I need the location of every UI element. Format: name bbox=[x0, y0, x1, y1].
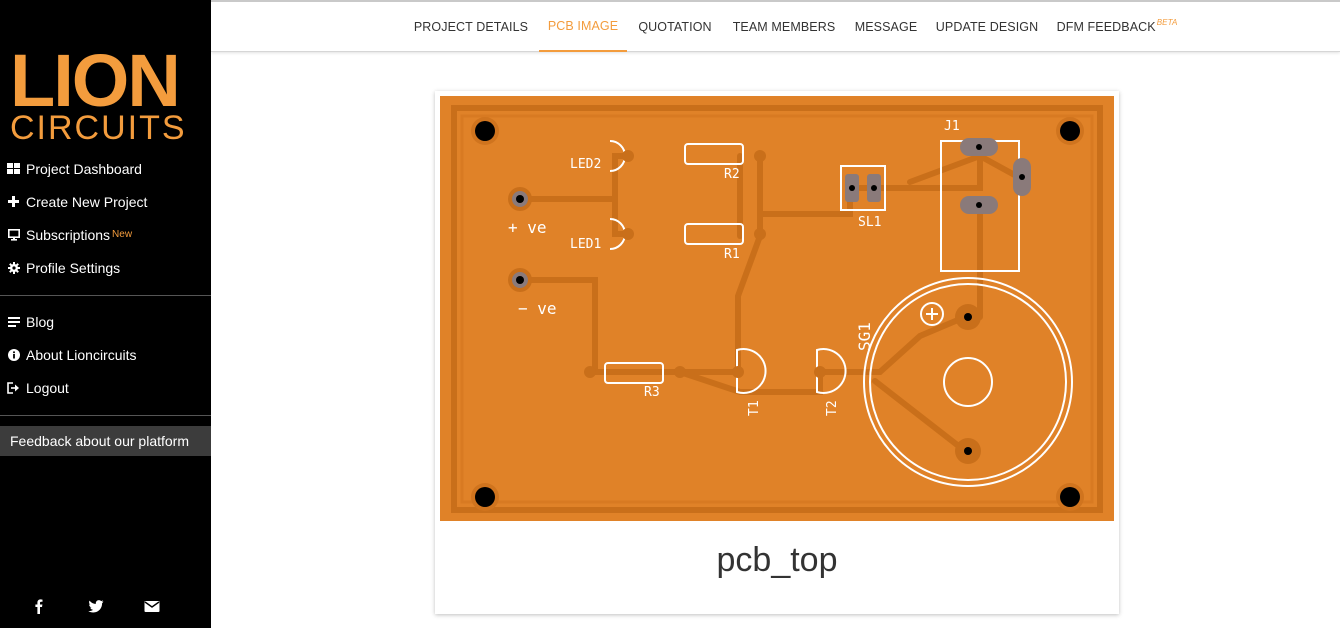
social-links bbox=[0, 598, 211, 618]
sidebar-item-about[interactable]: About Lioncircuits bbox=[0, 338, 211, 371]
info-icon bbox=[7, 348, 20, 361]
plus-icon bbox=[7, 195, 20, 208]
pcb-labels: LED2 LED1 R2 R1 R3 + ve − ve SL1 J1 T1 T… bbox=[508, 119, 960, 416]
sidebar: LION CIRCUITS Project Dashboard Create N… bbox=[0, 0, 211, 628]
tab-project-details[interactable]: PROJECT DETAILS bbox=[409, 2, 533, 52]
label-led1: LED1 bbox=[570, 237, 601, 252]
sidebar-item-label: Logout bbox=[26, 379, 69, 396]
dashboard-icon bbox=[7, 162, 20, 175]
svg-text:CIRCUITS: CIRCUITS bbox=[10, 109, 187, 144]
tab-message[interactable]: MESSAGE bbox=[851, 2, 921, 52]
sidebar-item-label: Profile Settings bbox=[26, 259, 121, 276]
logout-icon bbox=[7, 381, 20, 394]
sidebar-item-subscriptions[interactable]: Subscriptions New bbox=[0, 218, 211, 251]
sidebar-item-profile-settings[interactable]: Profile Settings bbox=[0, 251, 211, 284]
tab-label: UPDATE DESIGN bbox=[935, 20, 1039, 34]
feedback-button[interactable]: Feedback about our platform bbox=[0, 426, 211, 456]
label-plus-ve: + ve bbox=[508, 218, 547, 237]
pcb-image-caption: pcb_top bbox=[716, 541, 838, 579]
sidebar-item-label: Blog bbox=[26, 313, 55, 330]
mounting-holes bbox=[471, 117, 1084, 511]
sidebar-item-logout[interactable]: Logout bbox=[0, 371, 211, 404]
sidebar-secondary-nav: Blog About Lioncircuits Logout bbox=[0, 305, 211, 404]
tab-label: DFM FEEDBACK bbox=[1056, 20, 1156, 34]
facebook-icon[interactable] bbox=[31, 598, 47, 614]
sidebar-item-project-dashboard[interactable]: Project Dashboard bbox=[0, 152, 211, 185]
tab-label: QUOTATION bbox=[638, 20, 712, 34]
label-sg1: SG1 bbox=[855, 322, 874, 351]
pcb-image-card: LED2 LED1 R2 R1 R3 + ve − ve SL1 J1 T1 T… bbox=[435, 91, 1119, 614]
tab-quotation[interactable]: QUOTATION bbox=[633, 2, 717, 52]
beta-badge: BETA bbox=[1156, 17, 1178, 27]
label-r2: R2 bbox=[724, 167, 740, 182]
tab-label: PROJECT DETAILS bbox=[413, 20, 529, 34]
list-icon bbox=[7, 315, 20, 328]
sidebar-divider bbox=[0, 295, 211, 296]
label-r3: R3 bbox=[644, 385, 660, 400]
monitor-icon bbox=[7, 228, 20, 241]
mail-icon[interactable] bbox=[144, 598, 160, 614]
label-t2: T2 bbox=[825, 400, 840, 416]
project-tabs-bar: PROJECT DETAILS PCB IMAGE QUOTATION TEAM… bbox=[211, 0, 1340, 52]
twitter-icon[interactable] bbox=[88, 598, 104, 614]
sidebar-divider bbox=[0, 415, 211, 416]
sidebar-item-create-new-project[interactable]: Create New Project bbox=[0, 185, 211, 218]
sidebar-item-label: About Lioncircuits bbox=[26, 346, 137, 363]
tab-label: PCB IMAGE bbox=[547, 19, 619, 33]
svg-text:LION: LION bbox=[10, 46, 179, 122]
tab-label: MESSAGE bbox=[854, 20, 918, 34]
label-r1: R1 bbox=[724, 247, 740, 262]
label-minus-ve: − ve bbox=[518, 299, 557, 318]
label-sl1: SL1 bbox=[858, 215, 881, 230]
new-badge: New bbox=[112, 229, 133, 240]
tab-team-members[interactable]: TEAM MEMBERS bbox=[727, 2, 841, 52]
sidebar-item-label: Subscriptions bbox=[26, 226, 111, 243]
lioncircuits-logo[interactable]: LION CIRCUITS bbox=[10, 46, 190, 144]
tab-label: TEAM MEMBERS bbox=[732, 20, 836, 34]
sidebar-primary-nav: Project Dashboard Create New Project Sub… bbox=[0, 152, 211, 284]
label-t1: T1 bbox=[747, 400, 762, 416]
pcb-pads bbox=[508, 138, 1031, 464]
tab-update-design[interactable]: UPDATE DESIGN bbox=[933, 2, 1041, 52]
pcb-top-image[interactable]: LED2 LED1 R2 R1 R3 + ve − ve SL1 J1 T1 T… bbox=[440, 96, 1114, 521]
tab-pcb-image[interactable]: PCB IMAGE bbox=[539, 2, 627, 52]
gear-icon bbox=[7, 261, 20, 274]
sidebar-item-blog[interactable]: Blog bbox=[0, 305, 211, 338]
sidebar-item-label: Create New Project bbox=[26, 193, 148, 210]
label-led2: LED2 bbox=[570, 157, 601, 172]
label-j1: J1 bbox=[944, 119, 960, 134]
sidebar-item-label: Project Dashboard bbox=[26, 160, 142, 177]
